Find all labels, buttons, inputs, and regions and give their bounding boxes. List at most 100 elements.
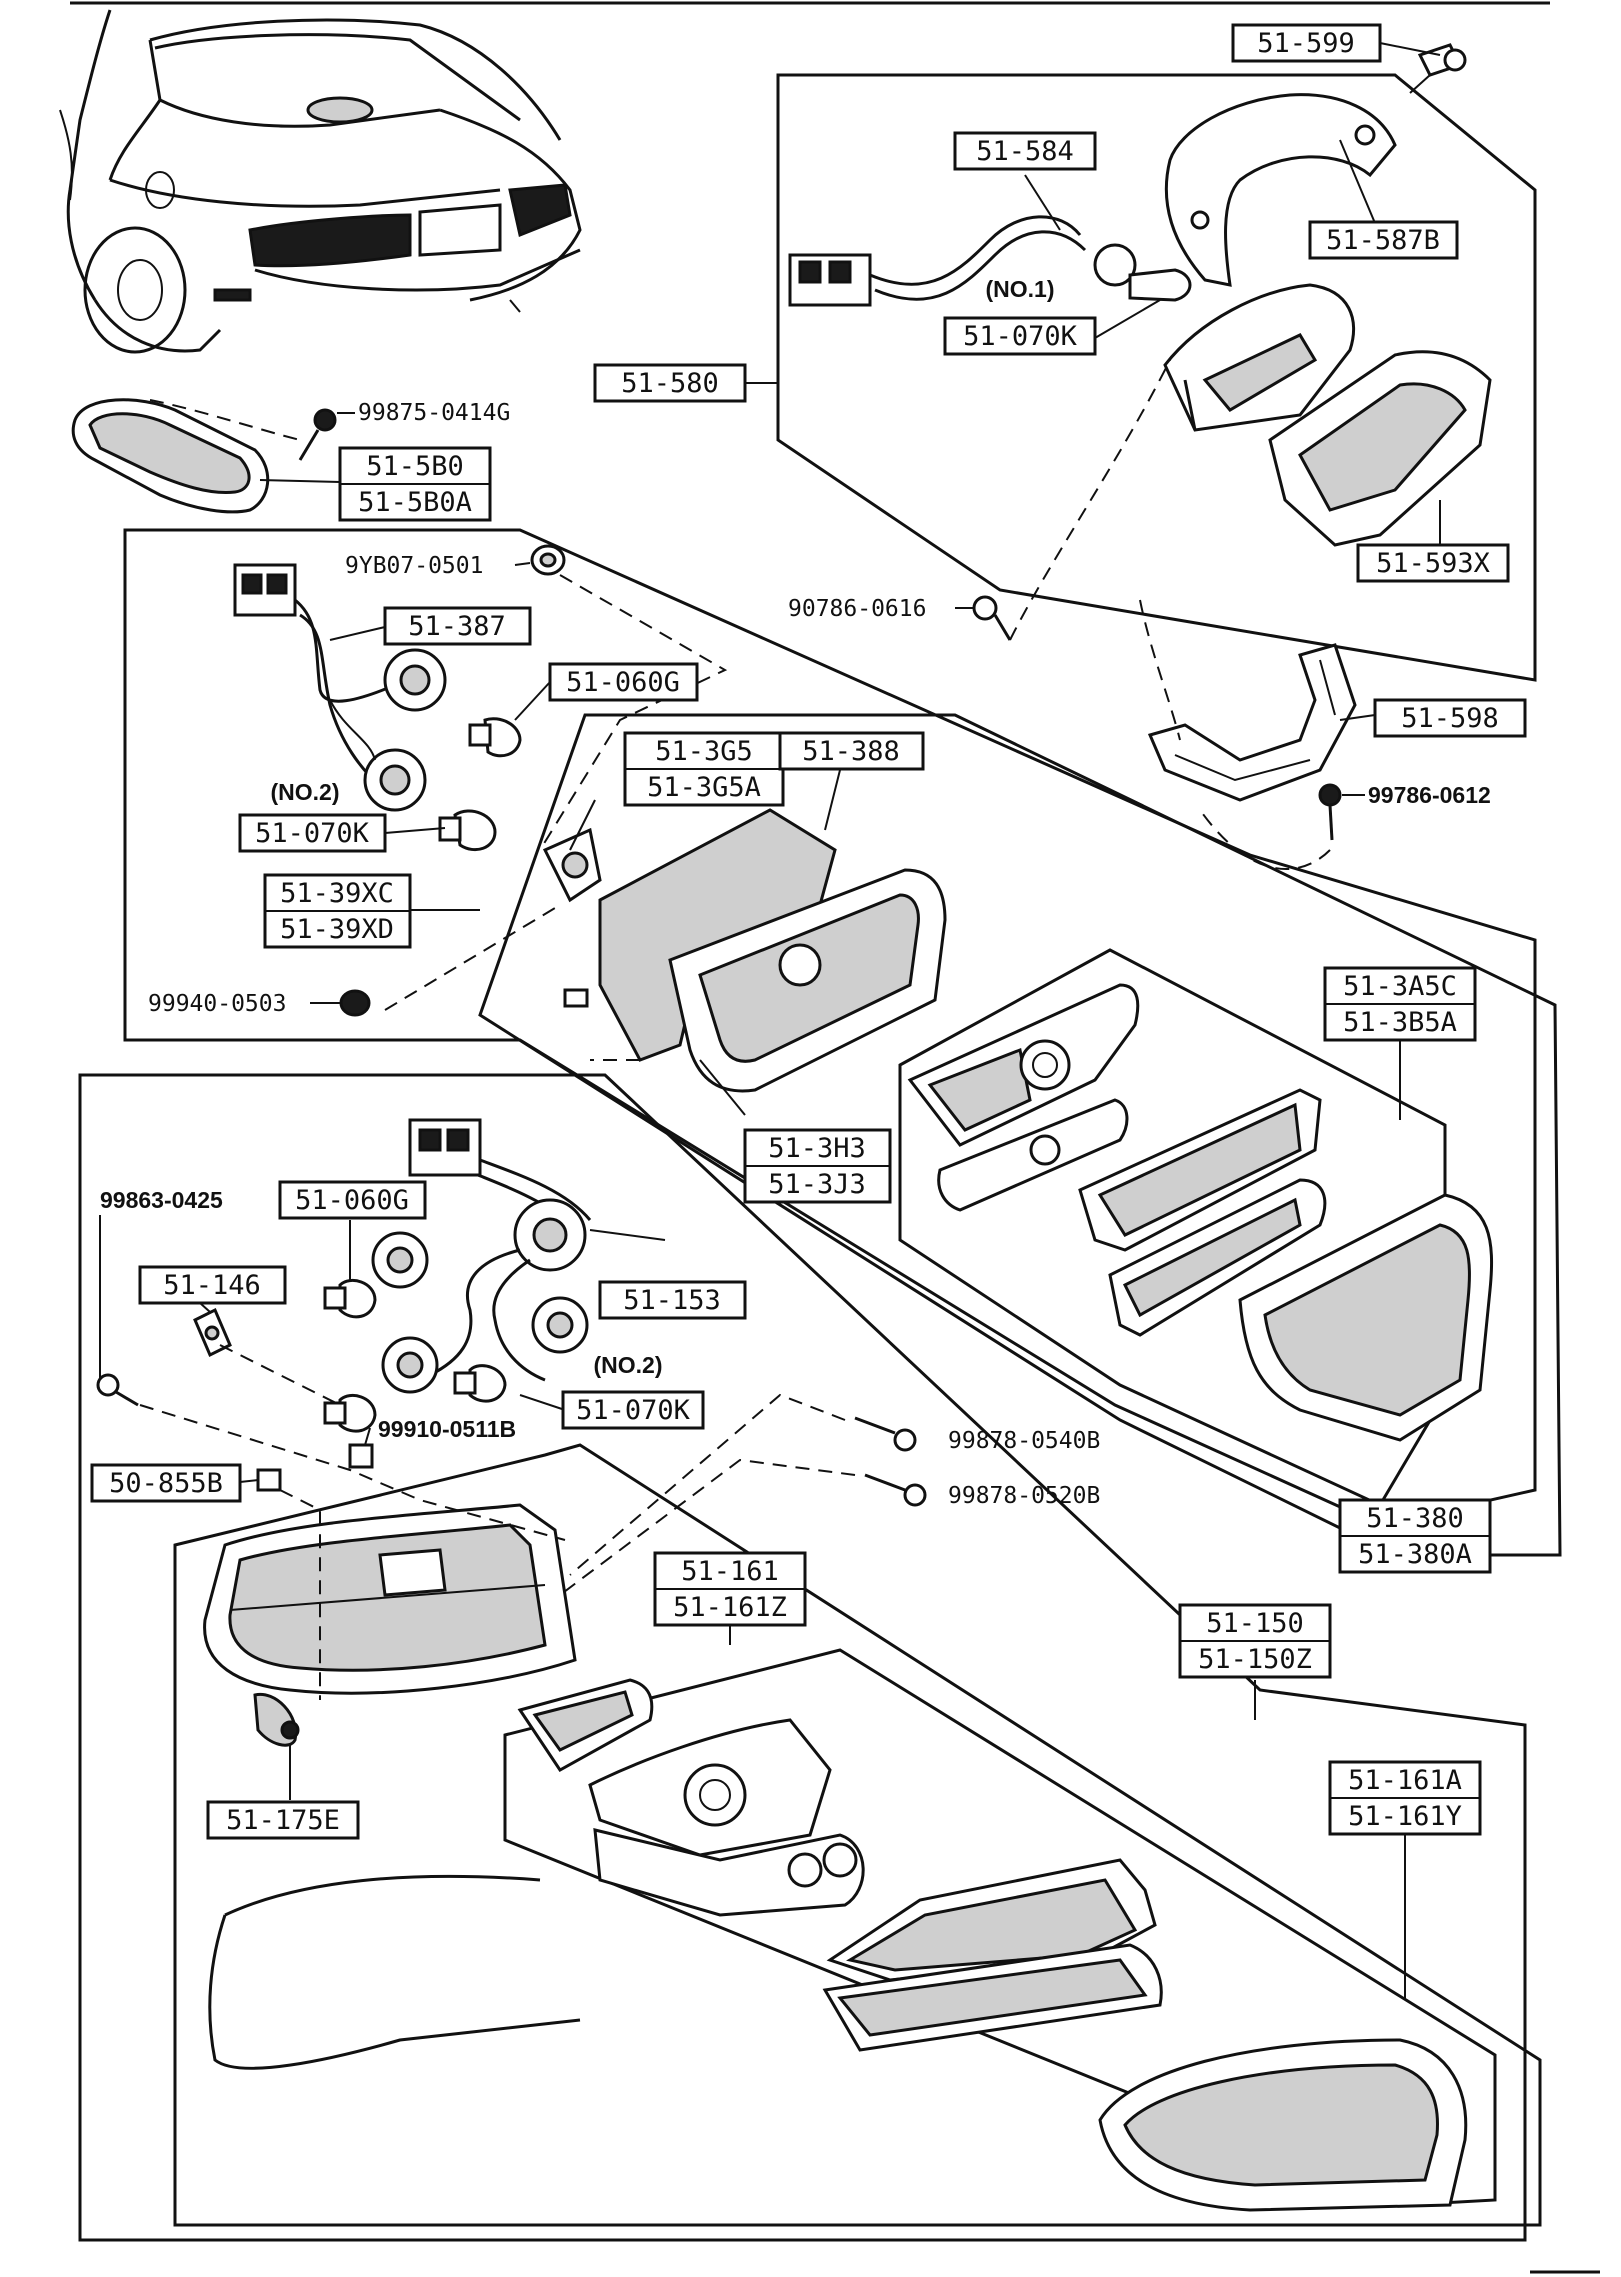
- label-51-3A5C: 51-3A5C: [1343, 971, 1457, 1002]
- label-box-51-175E: [206, 1800, 360, 1840]
- label-51-388: 51-388: [802, 736, 900, 767]
- clip-50-855B: [256, 1468, 282, 1492]
- label-box-51-060G-a: [548, 662, 699, 702]
- label-51-587B: 51-587B: [1326, 225, 1440, 256]
- lens-51-3A5C: [907, 983, 1494, 1442]
- label-51-070K-a: 51-070K: [963, 321, 1078, 352]
- dashed-guide-lower-5: [279, 1489, 321, 1700]
- stop-lamp-housing: [1163, 283, 1356, 432]
- label-51-584: 51-584: [976, 136, 1074, 167]
- lens-group-outline-51-3A5C: [898, 948, 1447, 1507]
- label-box-51-587B: [1308, 220, 1459, 260]
- harness-51-584: [788, 215, 1192, 307]
- label-51-161A: 51-161A: [1348, 1765, 1462, 1796]
- label-no2-b: (NO.2): [594, 1352, 663, 1378]
- label-51-39XC: 51-39XC: [280, 878, 394, 909]
- cover-51-587B: [1164, 93, 1397, 287]
- car-rear-illustration: [59, 9, 582, 354]
- part-51-175E: [253, 1692, 300, 1747]
- dashed-guide-lower-1: [139, 1404, 566, 1541]
- dashed-guide-lower-3: [569, 1393, 846, 1576]
- lens-51-593X: [1268, 350, 1492, 547]
- nut-99940-0503: [310, 989, 371, 1017]
- label-box-51-387: [383, 606, 532, 646]
- label-51-153: 51-153: [623, 1285, 721, 1316]
- label-51-060G-b: 51-060G: [295, 1185, 409, 1216]
- label-51-387: 51-387: [408, 611, 506, 642]
- grommet-9YB07-0501: [530, 544, 566, 576]
- label-9YB07-0501: 9YB07-0501: [345, 553, 483, 579]
- label-51-150Z: 51-150Z: [1198, 1644, 1312, 1675]
- socket-51-3G5: [542, 827, 602, 903]
- label-box-51-580: [593, 363, 747, 403]
- dashed-guide-lower-4: [559, 1458, 856, 1596]
- bolt-99786-0612: [1318, 783, 1365, 841]
- label-51-161: 51-161: [681, 1556, 779, 1587]
- label-no2-a: (NO.2): [271, 779, 340, 805]
- label-box-51-146: [138, 1265, 287, 1305]
- clip-99910-0511B: [348, 1443, 374, 1469]
- dashed-guide-top-1: [1009, 359, 1171, 641]
- clip-51-599: [1409, 43, 1467, 94]
- label-51-070K-b: 51-070K: [255, 818, 370, 849]
- bolt-90786-0616: [955, 595, 1012, 641]
- label-99863-0425: 99863-0425: [100, 1187, 223, 1213]
- label-box-51-599: [1231, 23, 1382, 63]
- bracket-51-598: [1147, 643, 1357, 802]
- label-box-51-070K-b: [238, 813, 387, 853]
- label-51-146: 51-146: [163, 1270, 261, 1301]
- label-box-51-388: [778, 731, 925, 771]
- label-box-51-070K-c: [561, 1390, 705, 1430]
- subgroup-outline-51-161: [173, 1443, 1542, 2227]
- gasket-strip: [208, 1874, 581, 2070]
- label-51-5B0: 51-5B0: [366, 451, 464, 482]
- dashed-guide-upper-1: [539, 574, 728, 851]
- screw-99878-0520B: [864, 1473, 927, 1507]
- label-no1: (NO.1): [986, 276, 1055, 302]
- label-99910-0511B: 99910-0511B: [378, 1416, 516, 1442]
- lens-51-161A: [1098, 2038, 1468, 2212]
- bulb-51-070K-lower-right: [453, 1364, 507, 1403]
- label-51-3B5A: 51-3B5A: [1343, 1007, 1457, 1038]
- label-box-51-070K-a: [943, 316, 1097, 356]
- socket-51-146: [193, 1307, 232, 1358]
- side-marker-51-5B0: [71, 398, 355, 514]
- label-box-51-060G-b: [278, 1180, 427, 1220]
- label-51-580: 51-580: [621, 368, 719, 399]
- cover-hole: [1354, 124, 1376, 146]
- group-outline-51-150: [78, 1073, 1527, 2242]
- label-51-150: 51-150: [1206, 1608, 1304, 1639]
- label-99878-0520B: 99878-0520B: [948, 1483, 1100, 1509]
- label-51-380A: 51-380A: [1358, 1539, 1472, 1570]
- dashed-guide-top-2: [1139, 599, 1181, 741]
- label-51-070K-c: 51-070K: [576, 1395, 691, 1426]
- group-outline-51-580: [776, 73, 1537, 682]
- harness-51-387: [233, 563, 447, 812]
- label-51-3J3: 51-3J3: [768, 1169, 866, 1200]
- label-51-380: 51-380: [1366, 1503, 1464, 1534]
- lens-51-161: [517, 1678, 1163, 2052]
- label-99786-0612: 99786-0612: [1368, 782, 1491, 808]
- leader-lines: [199, 42, 1441, 2000]
- label-box-51-593X: [1356, 543, 1510, 583]
- label-51-161Z: 51-161Z: [673, 1592, 787, 1623]
- label-51-593X: 51-593X: [1376, 548, 1490, 579]
- label-51-599: 51-599: [1257, 28, 1355, 59]
- label-99875-0414G: 99875-0414G: [358, 400, 510, 426]
- dashed-guide-lower-2: [219, 1344, 341, 1406]
- clip-small: [563, 988, 589, 1008]
- bulb-51-060G-upper: [468, 717, 522, 758]
- screw-99878-0540B: [854, 1416, 917, 1452]
- label-51-3G5: 51-3G5: [655, 736, 753, 767]
- dashed-guide-upper-2: [384, 904, 561, 1011]
- label-box-50-855B: [90, 1463, 242, 1503]
- label-51-161Y: 51-161Y: [1348, 1801, 1462, 1832]
- label-51-3H3: 51-3H3: [768, 1133, 866, 1164]
- bulb-51-070K-upper: [438, 809, 497, 851]
- housing-51-3H3: [668, 868, 947, 1093]
- label-box-51-598: [1373, 698, 1527, 738]
- label-box-51-153: [598, 1280, 747, 1320]
- label-51-598: 51-598: [1401, 703, 1499, 734]
- label-51-39XD: 51-39XD: [280, 914, 394, 945]
